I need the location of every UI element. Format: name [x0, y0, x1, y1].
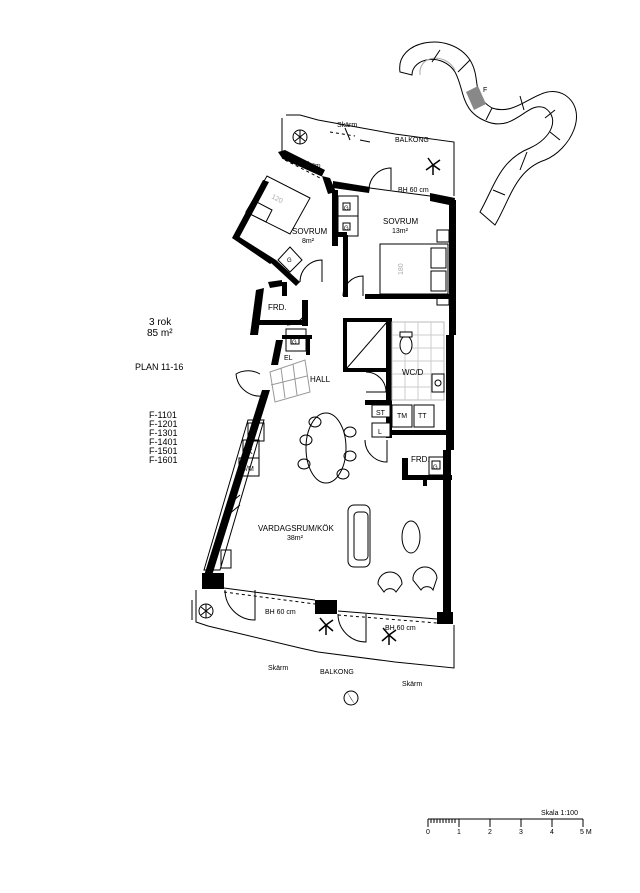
walls: [202, 150, 456, 624]
key-plan-highlight: [466, 86, 486, 110]
svg-text:1: 1: [457, 829, 461, 836]
top-balcony-label: BALKONG: [395, 137, 429, 144]
room-el: EL: [284, 355, 293, 362]
hall-rug: [269, 359, 311, 403]
svg-text:K: K: [248, 449, 253, 456]
armchairs: [377, 566, 438, 593]
svg-text:TT: TT: [418, 413, 427, 420]
svg-text:F-1501: F-1501: [149, 446, 178, 456]
room-sovrum-large: SOVRUM: [383, 217, 418, 226]
windows: [223, 157, 438, 624]
bathroom-fixtures: [346, 321, 445, 438]
svg-text:L: L: [378, 429, 382, 436]
apartment-info: 3 rok 85 m² PLAN 11-16 F-1101 F-1201 F-1…: [135, 317, 183, 465]
room-sovrum-small-area: 8m²: [302, 238, 315, 245]
coffee-table: [401, 520, 421, 554]
bottom-skarm-label: Skärm: [268, 665, 288, 672]
bed-small: 120: [245, 175, 311, 235]
palm-plant-icon: [425, 157, 441, 175]
room-frd-bottom: FRD.: [411, 455, 430, 464]
kitchen-counter: [203, 419, 265, 571]
room-sovrum-large-area: 13m²: [392, 228, 409, 235]
svg-text:F-1201: F-1201: [149, 419, 178, 429]
palm-plant-icon: [318, 617, 334, 635]
bottom-skarm-label: Skärm: [402, 681, 422, 688]
svg-text:F: F: [252, 431, 256, 438]
svg-text:3: 3: [519, 829, 523, 836]
svg-text:5 M: 5 M: [580, 829, 592, 836]
compass-icon: [343, 690, 359, 706]
sofa: [347, 504, 371, 568]
apartment-list: F-1101 F-1201 F-1301 F-1401 F-1501 F-160…: [149, 410, 178, 465]
svg-text:U/M: U/M: [241, 466, 254, 473]
room-hall: HALL: [310, 375, 331, 384]
svg-text:4: 4: [550, 829, 554, 836]
svg-text:G: G: [344, 226, 349, 232]
bh-window-label: BH 60 cm: [398, 187, 429, 194]
key-plan-marker: F: [483, 87, 487, 94]
room-frd-top: FRD.: [268, 303, 287, 312]
bh-window-label: BH 60 cm: [385, 625, 416, 632]
svg-text:ST: ST: [376, 410, 386, 417]
svg-text:G: G: [287, 258, 292, 264]
svg-text:G: G: [344, 206, 349, 212]
scale-bar: Skala 1:100 0 1 2 3 4 5 M: [426, 810, 592, 836]
bottom-balcony-label: BALKONG: [320, 669, 354, 676]
svg-text:G: G: [433, 465, 438, 471]
svg-text:F-1301: F-1301: [149, 428, 178, 438]
info-plan: PLAN 11-16: [135, 362, 183, 372]
top-skarm-label: Skärm: [337, 122, 357, 129]
palm-plant-icon: [381, 627, 397, 645]
info-rooms: 3 rok: [149, 317, 172, 328]
room-living: VARDAGSRUM/KÖK: [258, 524, 335, 533]
dining-table: [297, 412, 357, 484]
wardrobe-bedroom-small: [277, 246, 303, 273]
svg-text:F-1601: F-1601: [149, 455, 178, 465]
bottom-balcony: [191, 590, 455, 669]
svg-text:F-1401: F-1401: [149, 437, 178, 447]
room-wc: WC/D: [402, 368, 424, 377]
wardrobe-bedroom-large: [337, 195, 359, 237]
svg-text:G: G: [292, 340, 297, 346]
svg-text:180: 180: [398, 263, 405, 275]
info-area: 85 m²: [147, 328, 173, 339]
key-plan: [399, 41, 577, 226]
svg-text:120: 120: [270, 194, 284, 206]
bh-window-label: BH 60 cm: [265, 609, 296, 616]
svg-text:2: 2: [488, 829, 492, 836]
room-sovrum-small: SOVRUM: [292, 227, 327, 236]
svg-text:TM: TM: [397, 413, 407, 420]
bed-large: 180: [379, 229, 450, 306]
doors: [224, 167, 392, 643]
top-balcony: [281, 114, 455, 196]
scale-title: Skala 1:100: [541, 810, 578, 817]
wardrobe-frd: [285, 328, 307, 352]
wardrobe-frd-bottom: [428, 456, 445, 476]
svg-text:F-1101: F-1101: [149, 410, 177, 420]
svg-text:0: 0: [426, 829, 430, 836]
room-living-area: 38m²: [287, 535, 304, 542]
